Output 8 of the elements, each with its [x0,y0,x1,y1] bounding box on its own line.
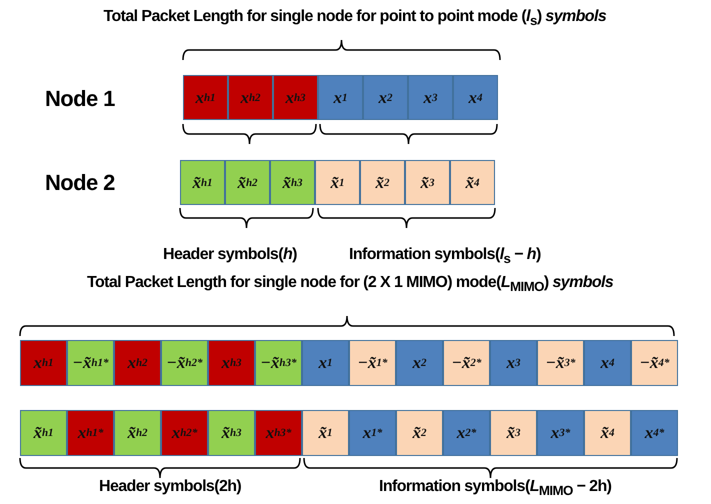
bracket-label: Information symbols(l$_{s}$ − h) [349,246,541,266]
bracket-label: Header symbols(2h) [99,478,242,496]
bracket-label: Header symbols(h) [163,246,297,264]
bracket-label: Information symbols(L$_{MIMO}$ − 2h) [379,478,612,498]
row-label: Node 2 [45,170,115,196]
row-label: Node 1 [45,86,115,112]
section-heading: Total Packet Length for single node for (2 X 1 MIMO) mode(L$_{MIMO}$) symbols [87,274,614,294]
title: Total Packet Length for single node for point to point mode (l$_{s}$) symbols [104,8,606,28]
